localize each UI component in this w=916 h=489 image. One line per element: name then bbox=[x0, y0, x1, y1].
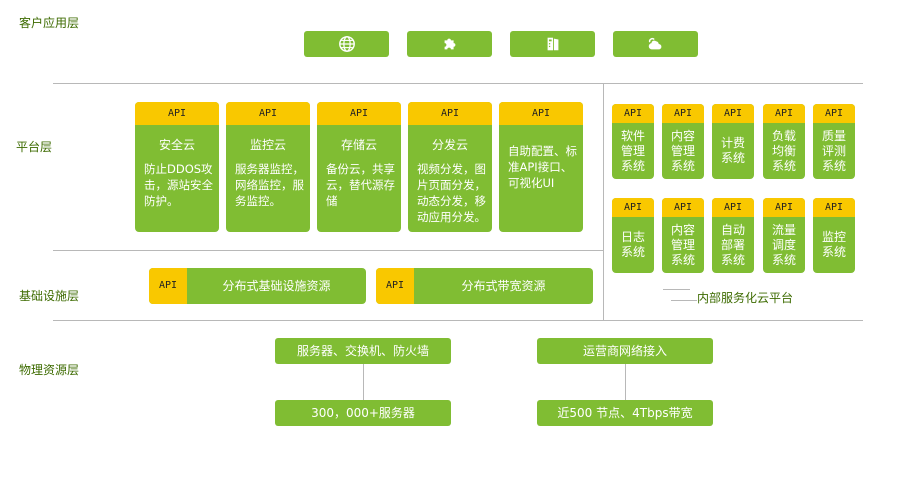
connector-left bbox=[363, 364, 364, 400]
system-name: 日志系统 bbox=[620, 230, 645, 259]
platform-card-security: API 安全云 防止DDOS攻击，源站安全防护。 bbox=[135, 102, 219, 232]
system-name: 计费系统 bbox=[720, 136, 745, 165]
system-card-monitoring: API 监控系统 bbox=[813, 198, 855, 273]
system-name: 监控系统 bbox=[821, 230, 846, 259]
api-tag: API bbox=[612, 198, 654, 217]
app-button-web[interactable] bbox=[304, 31, 389, 57]
internal-platform-caption: 内部服务化云平台 bbox=[697, 291, 794, 305]
card-title: 安全云 bbox=[158, 138, 195, 152]
system-card-logging: API 日志系统 bbox=[612, 198, 654, 273]
system-card-content-mgmt-2: API 内容管理系统 bbox=[662, 198, 704, 273]
card-title: 分发云 bbox=[431, 138, 468, 152]
cloud-icon bbox=[648, 37, 661, 50]
card-description: 防止DDOS攻击，源站安全防护。 bbox=[144, 162, 213, 208]
platform-card-distribution: API 分发云 视频分发，图片页面分发，动态分发，移动应用分发。 bbox=[408, 102, 492, 232]
system-name: 流量调度系统 bbox=[771, 222, 796, 267]
physical-box-nodes-bandwidth: 近500 节点、4Tbps带宽 bbox=[537, 400, 713, 426]
api-tag: API bbox=[317, 102, 401, 125]
card-description: 服务器监控，网络监控，服务监控。 bbox=[235, 162, 304, 208]
divider-internal-platform bbox=[603, 83, 604, 320]
device-icon bbox=[547, 37, 558, 51]
system-name: 负载均衡系统 bbox=[771, 128, 796, 173]
card-title: 存储云 bbox=[340, 138, 377, 152]
globe-icon bbox=[338, 36, 355, 52]
app-button-device[interactable] bbox=[510, 31, 595, 57]
physical-box-hardware: 服务器、交换机、防火墙 bbox=[275, 338, 451, 364]
system-card-content-mgmt: API 内容管理系统 bbox=[662, 104, 704, 179]
caption-line-upper bbox=[663, 289, 690, 290]
system-card-load-balancing: API 负载均衡系统 bbox=[763, 104, 805, 179]
infrastructure-bar-distributed-infra: API 分布式基础设施资源 bbox=[149, 268, 366, 304]
platform-card-self-service: API 自助配置、标准API接口、可视化UI bbox=[499, 102, 583, 232]
system-name: 软件管理系统 bbox=[620, 128, 645, 173]
layer-label-platform: 平台层 bbox=[16, 140, 53, 154]
api-tag: API bbox=[408, 102, 492, 125]
puzzle-icon bbox=[444, 38, 455, 50]
system-card-billing: API 计费系统 bbox=[712, 104, 754, 179]
system-name: 内容管理系统 bbox=[670, 222, 695, 267]
app-button-cloud[interactable] bbox=[613, 31, 698, 57]
system-card-auto-deploy: API 自动部署系统 bbox=[712, 198, 754, 273]
api-tag: API bbox=[499, 102, 583, 125]
api-tag: API bbox=[662, 104, 704, 123]
card-description: 视频分发，图片页面分发，动态分发，移动应用分发。 bbox=[417, 162, 486, 224]
api-tag: API bbox=[612, 104, 654, 123]
layer-label-client: 客户应用层 bbox=[19, 16, 80, 30]
connector-right bbox=[625, 364, 626, 400]
card-title: 监控云 bbox=[249, 138, 286, 152]
api-tag: API bbox=[813, 198, 855, 217]
app-button-plugin[interactable] bbox=[407, 31, 492, 57]
api-tag: API bbox=[712, 198, 754, 217]
infrastructure-label: 分布式带宽资源 bbox=[461, 279, 546, 293]
api-tag: API bbox=[813, 104, 855, 123]
layer-label-infrastructure: 基础设施层 bbox=[19, 289, 80, 303]
card-description: 备份云，共享云，替代源存储 bbox=[326, 162, 395, 208]
card-description: 自助配置、标准API接口、可视化UI bbox=[508, 144, 577, 190]
physical-box-carrier-access: 运营商网络接入 bbox=[537, 338, 713, 364]
api-tag: API bbox=[763, 198, 805, 217]
system-card-software-mgmt: API 软件管理系统 bbox=[612, 104, 654, 179]
divider-infrastructure-physical bbox=[53, 320, 863, 321]
caption-line-lower bbox=[671, 300, 697, 301]
system-name: 自动部署系统 bbox=[720, 222, 745, 267]
system-name: 质量评测系统 bbox=[821, 128, 846, 173]
platform-card-storage: API 存储云 备份云，共享云，替代源存储 bbox=[317, 102, 401, 232]
api-tag: API bbox=[763, 104, 805, 123]
infrastructure-bar-distributed-bandwidth: API 分布式带宽资源 bbox=[376, 268, 593, 304]
system-card-traffic-scheduling: API 流量调度系统 bbox=[763, 198, 805, 273]
divider-platform-infrastructure bbox=[53, 250, 603, 251]
layer-label-physical: 物理资源层 bbox=[19, 363, 80, 377]
api-tag: API bbox=[226, 102, 310, 125]
physical-box-server-count: 300，000+服务器 bbox=[275, 400, 451, 426]
api-tag: API bbox=[712, 104, 754, 123]
api-tag: API bbox=[149, 268, 187, 304]
system-name: 内容管理系统 bbox=[670, 128, 695, 173]
platform-card-monitoring: API 监控云 服务器监控，网络监控，服务监控。 bbox=[226, 102, 310, 232]
system-card-quality-eval: API 质量评测系统 bbox=[813, 104, 855, 179]
api-tag: API bbox=[376, 268, 414, 304]
api-tag: API bbox=[662, 198, 704, 217]
infrastructure-label: 分布式基础设施资源 bbox=[222, 279, 331, 293]
api-tag: API bbox=[135, 102, 219, 125]
divider-client-platform bbox=[53, 83, 863, 84]
